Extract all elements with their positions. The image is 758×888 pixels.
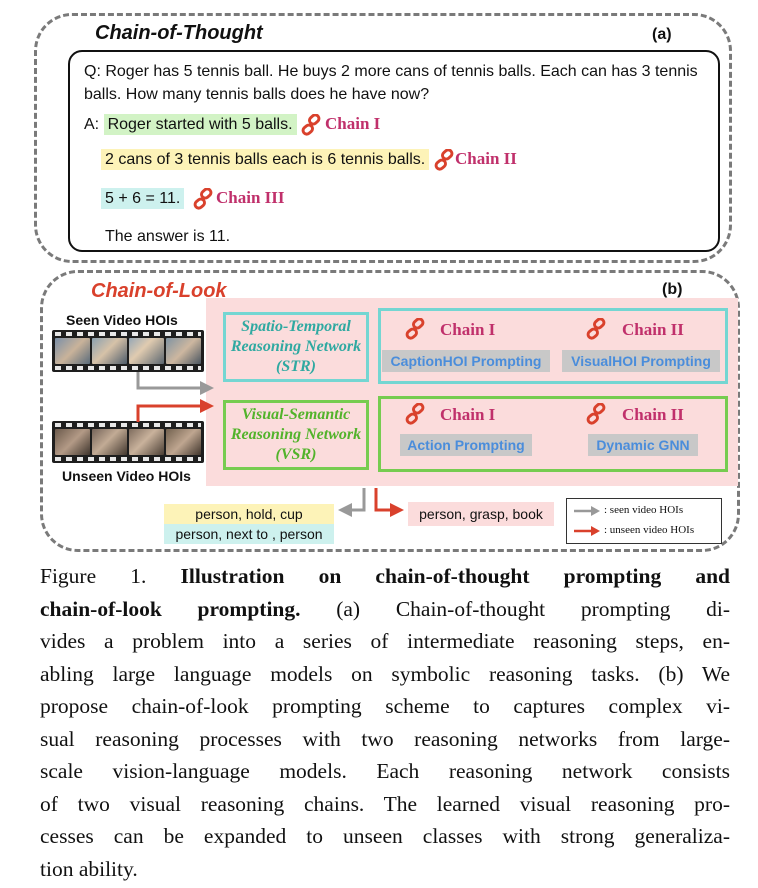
answer-step-1: A: Roger started with 5 balls. [84, 114, 297, 136]
vsr-chain-1-label: Chain I [440, 405, 495, 425]
chain-link-icon [585, 403, 607, 425]
caption-line-8: of two visual reasoning chains. The lear… [40, 788, 730, 821]
red-output-arrow [376, 488, 404, 517]
answer-step-3: 5 + 6 = 11. [101, 188, 184, 210]
red-arrow-unseen [138, 399, 214, 422]
legend-arrows [572, 502, 602, 540]
answer-step-2: 2 cans of 3 tennis balls each is 6 tenni… [101, 149, 429, 171]
chain-1-label: Chain I [325, 114, 380, 134]
vsr-line-3: (VSR) [231, 445, 361, 465]
gray-output-arrow [338, 488, 364, 517]
step-2-text: 2 cans of 3 tennis balls each is 6 tenni… [101, 149, 429, 170]
str-line-1: Spatio-Temporal [231, 317, 361, 337]
legend-gray-arrow [574, 506, 600, 516]
chain-link-icon [433, 149, 455, 171]
action-prompting-pill: Action Prompting [400, 434, 532, 456]
chain-link-icon [585, 318, 607, 340]
caption-line-3: vides a problem into a series of interme… [40, 625, 730, 658]
str-line-2: Reasoning Network [231, 337, 361, 357]
legend-red-arrow [574, 526, 600, 536]
dynamic-gnn-pill: Dynamic GNN [588, 434, 698, 456]
caption-line-1: Figure 1. Illustration on chain-of-thoug… [40, 560, 730, 593]
caption-line-7: scale vision-language models. Each reaso… [40, 755, 730, 788]
chain-link-icon [404, 403, 426, 425]
figure-caption: Figure 1. Illustration on chain-of-thoug… [40, 560, 730, 885]
str-chain-2-label: Chain II [622, 320, 684, 340]
caption-line-6: sual reasoning processes with two reason… [40, 723, 730, 756]
str-network-box: Spatio-Temporal Reasoning Network (STR) [223, 312, 369, 382]
legend-unseen-label: : unseen video HOIs [604, 524, 694, 536]
vsr-chain-2-label: Chain II [622, 405, 684, 425]
str-chain-1-label: Chain I [440, 320, 495, 340]
video-arrows [130, 370, 220, 430]
caption-line-4: abling large language models on symbolic… [40, 658, 730, 691]
gray-arrow-seen [138, 372, 214, 395]
panel-a-tag: (a) [652, 26, 672, 44]
vsr-line-2: Reasoning Network [231, 425, 361, 445]
answer-prefix: A: [84, 116, 99, 133]
captionhoi-prompting-pill: CaptionHOI Prompting [382, 350, 550, 372]
question: Q: Roger has 5 tennis ball. He buys 2 mo… [84, 60, 714, 106]
seen-output-2: person, next to , person [164, 524, 334, 544]
panel-b-tag: (b) [662, 281, 682, 299]
panel-b-title: Chain-of-Look [91, 280, 227, 303]
chain-link-icon [404, 318, 426, 340]
chain-2-label: Chain II [455, 149, 517, 169]
caption-line-2: chain-of-look prompting. (a) Chain-of-th… [40, 593, 730, 626]
step-3-text: 5 + 6 = 11. [101, 188, 184, 209]
output-arrows [334, 486, 414, 522]
chain-3-label: Chain III [216, 188, 285, 208]
step-1-text: Roger started with 5 balls. [104, 114, 297, 135]
chain-link-icon [192, 188, 214, 210]
seen-video-filmstrip [52, 330, 204, 372]
legend-seen-label: : seen video HOIs [604, 504, 683, 516]
str-line-3: (STR) [231, 357, 361, 377]
seen-output-1: person, hold, cup [164, 504, 334, 524]
final-answer: The answer is 11. [105, 228, 230, 246]
caption-line-5: propose chain-of-look prompting scheme t… [40, 690, 730, 723]
vsr-line-1: Visual-Semantic [231, 405, 361, 425]
panel-a-title: Chain-of-Thought [95, 22, 263, 45]
caption-line-10: tion ability. [40, 853, 730, 886]
question-line-1: Q: Roger has 5 tennis ball. He buys 2 mo… [84, 60, 714, 83]
caption-line-9: cesses can be expanded to unseen classes… [40, 820, 730, 853]
visualhoi-prompting-pill: VisualHOI Prompting [562, 350, 720, 372]
vsr-network-box: Visual-Semantic Reasoning Network (VSR) [223, 400, 369, 470]
seen-video-title: Seen Video HOIs [66, 312, 178, 328]
unseen-output: person, grasp, book [408, 502, 554, 526]
unseen-video-title: Unseen Video HOIs [62, 468, 191, 484]
question-line-2: balls. How many tennis balls does he hav… [84, 83, 714, 106]
chain-link-icon [300, 114, 322, 136]
